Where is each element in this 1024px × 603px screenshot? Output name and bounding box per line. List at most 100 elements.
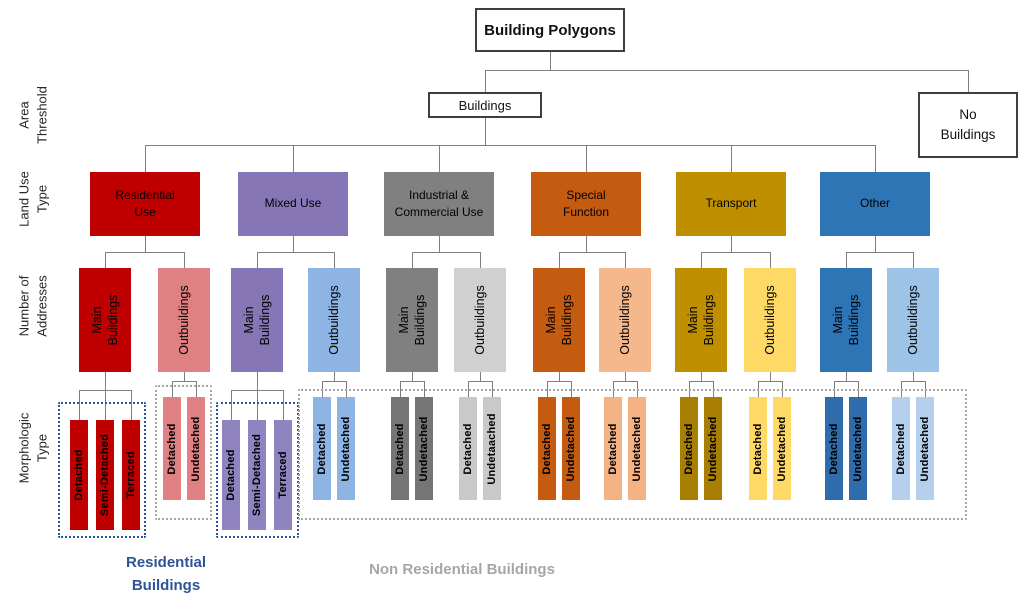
threshold-branch-line [485, 70, 968, 71]
outbuildings-box-mixed-use: Outbuildings [308, 268, 360, 372]
mixed-use-main-drop [283, 390, 284, 420]
transport-out-stem [770, 372, 771, 381]
morphology-bar-special-function-out-1: Undetached [628, 397, 646, 500]
morphology-bar-mixed-use-main-0: Detached [222, 420, 240, 530]
outbuildings-box-industrial-commercial: Outbuildings [454, 268, 506, 372]
residential-addr-bracket [105, 252, 184, 253]
morphology-bar-industrial-commercial-out-0: Detached [459, 397, 477, 500]
buildings-to-landuse [485, 118, 486, 145]
transport-stem [731, 236, 732, 252]
land-use-box-transport: Transport [676, 172, 786, 236]
transport-drop [731, 145, 732, 172]
land-use-label: Mixed Use [264, 196, 322, 211]
mixed-use-out-bracket [322, 381, 346, 382]
industrial-commercial-out-drop [480, 252, 481, 268]
transport-main-stem [701, 372, 702, 381]
residential-main-highlight-box [58, 402, 146, 538]
main-buildings-label-line: Buildings [106, 294, 120, 346]
land-use-label: Use [134, 205, 156, 219]
industrial-commercial-out-bracket [468, 381, 492, 382]
land-use-label: Residential [115, 187, 175, 202]
outbuildings-label: Outbuildings [617, 285, 632, 355]
morphology-bar-mixed-use-out-0: Detached [313, 397, 331, 500]
morphology-bar-label: Detached [607, 422, 619, 475]
morphology-bar-label: Undetached [707, 416, 719, 481]
non-residential-buildings-label: Non Residential Buildings [369, 561, 555, 578]
other-drop [875, 145, 876, 172]
main-buildings-label-line: Buildings [702, 294, 716, 346]
landuse-branch-line [145, 145, 875, 146]
morphology-bar-residential-out-0: Detached [163, 397, 181, 500]
residential-out-bracket [172, 381, 196, 382]
morphology-bar-label: Semi-Detached [251, 433, 263, 517]
special-function-out-drop [625, 252, 626, 268]
root-connector [550, 52, 551, 70]
building-polygons-label: Building Polygons [484, 21, 616, 39]
mixed-use-out-drop [334, 252, 335, 268]
industrial-commercial-drop [439, 145, 440, 172]
morphology-bar-label: Detached [225, 449, 237, 501]
land-use-label: Commercial Use [394, 205, 484, 219]
morphology-bar-label: Terraced [277, 451, 289, 499]
residential-drop [145, 145, 146, 172]
special-function-main-bracket [547, 381, 571, 382]
outbuildings-label: Outbuildings [326, 285, 341, 355]
main-buildings-label-line: Buildings [413, 294, 427, 346]
morphology-bar-label: Undetaached [486, 412, 498, 485]
main-buildings-label-line: Main [89, 306, 104, 334]
morphology-bar-residential-main-0: Detached [70, 420, 88, 530]
other-out-bracket [901, 381, 925, 382]
mixed-use-main-bracket [231, 390, 283, 391]
morphology-bar-label: Terraced [125, 451, 137, 499]
main-buildings-label-line: Main [685, 306, 700, 334]
other-main-drop [846, 252, 847, 268]
building-polygons-box: Building Polygons [475, 8, 625, 52]
residential-main-stem [105, 372, 106, 420]
morphology-bar-other-out-0: Detached [892, 397, 910, 500]
morphology-bar-label: Detached [683, 422, 695, 475]
morphology-bar-other-main-1: Undetached [849, 397, 867, 500]
transport-main-drop [701, 252, 702, 268]
morphology-bar-label: Detached [166, 422, 178, 475]
industrial-commercial-out-stem [480, 372, 481, 381]
land-use-label: Other [859, 196, 890, 211]
other-out-stem [913, 372, 914, 381]
special-function-addr-bracket [559, 252, 625, 253]
transport-out-bracket [758, 381, 782, 382]
main-buildings-label-line: Buildings [847, 294, 861, 346]
main-buildings-label-line: Buildings [560, 294, 574, 346]
morphology-bar-transport-out-1: Undetached [773, 397, 791, 500]
other-out-drop [913, 252, 914, 268]
other-stem [875, 236, 876, 252]
morphology-bar-label: Undetached [631, 416, 643, 481]
special-function-stem [586, 236, 587, 252]
buildings-label: Buildings [458, 97, 512, 113]
morphology-bar-label: Detached [73, 449, 85, 501]
transport-addr-bracket [701, 252, 770, 253]
morphology-bar-label: Undetached [418, 416, 430, 481]
morphology-bar-industrial-commercial-main-0: Detached [391, 397, 409, 500]
morphology-bar-label: Undetached [190, 416, 202, 481]
special-function-main-drop [559, 252, 560, 268]
special-function-out-stem [625, 372, 626, 381]
mixed-use-stem [293, 236, 294, 252]
mixed-use-main-stem [257, 372, 258, 420]
morphology-bar-label: Detached [895, 422, 907, 475]
mixed-use-main-drop [257, 252, 258, 268]
outbuildings-box-other: Outbuildings [887, 268, 939, 372]
special-function-out-bracket [613, 381, 637, 382]
outbuildings-box-transport: Outbuildings [744, 268, 796, 372]
main-buildings-label-line: Main [396, 306, 411, 334]
buildings-drop [485, 70, 486, 92]
industrial-commercial-main-stem [412, 372, 413, 381]
outbuildings-label: Outbuildings [472, 285, 487, 355]
